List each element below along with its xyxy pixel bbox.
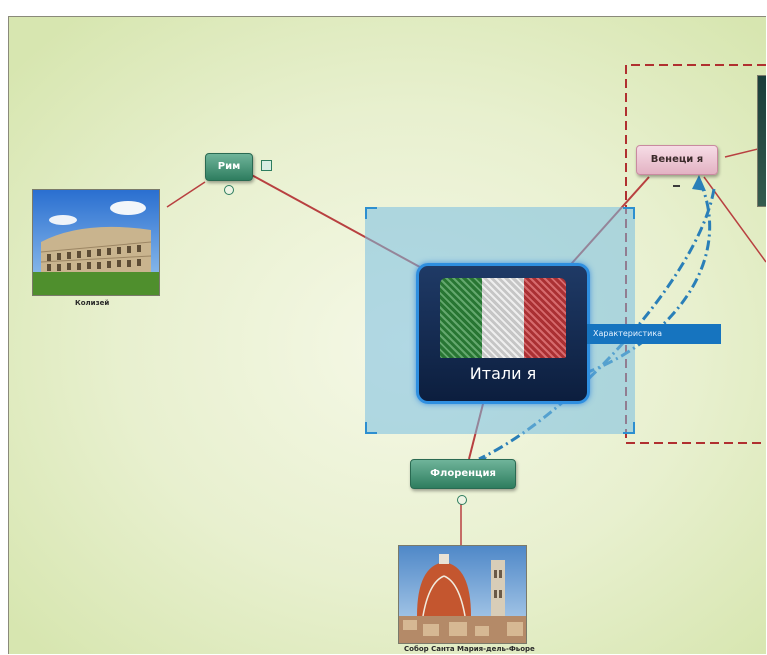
topic-florence[interactable]: Флоренция [410,459,516,489]
topic-florence-label: Флоренция [430,468,496,479]
selection-handle-bl[interactable] [365,422,377,434]
selection-handle-tr[interactable] [623,207,635,219]
branch-colosseum [166,181,206,208]
selection-handle-tl[interactable] [365,207,377,219]
topic-rome[interactable]: Рим [205,153,253,181]
central-topic-label: Итали я [469,364,537,383]
expand-toggle-icon[interactable] [457,495,467,505]
note-icon[interactable] [261,160,272,171]
relationship-line-2 [478,188,716,461]
collapse-toggle-icon[interactable] [224,185,234,195]
colosseum-image [33,190,159,295]
topic-rome-label: Рим [217,161,241,172]
mind-map-canvas[interactable]: Итали я Характеристика Рим [8,16,766,654]
topic-venice[interactable]: Венеци я [636,145,718,175]
central-topic-italy[interactable]: Итали я [416,263,590,404]
boundary-dashed [625,64,766,444]
italy-flag-image [440,278,566,358]
collapse-minus-icon[interactable] [673,185,680,187]
arrowhead-venice [692,175,706,191]
topic-venice-label: Венеци я [650,154,704,165]
cathedral-image [399,546,526,643]
selection-handle-br[interactable] [623,422,635,434]
colosseum-caption: Колизей [75,299,110,307]
colosseum-photo [32,189,160,296]
cathedral-photo [398,545,527,644]
relationship-line [584,178,712,375]
venice-photo [757,75,766,207]
cathedral-caption: Собор Санта Мария-дель-Фьоре [404,645,535,653]
relationship-label[interactable]: Характеристика [587,324,721,344]
